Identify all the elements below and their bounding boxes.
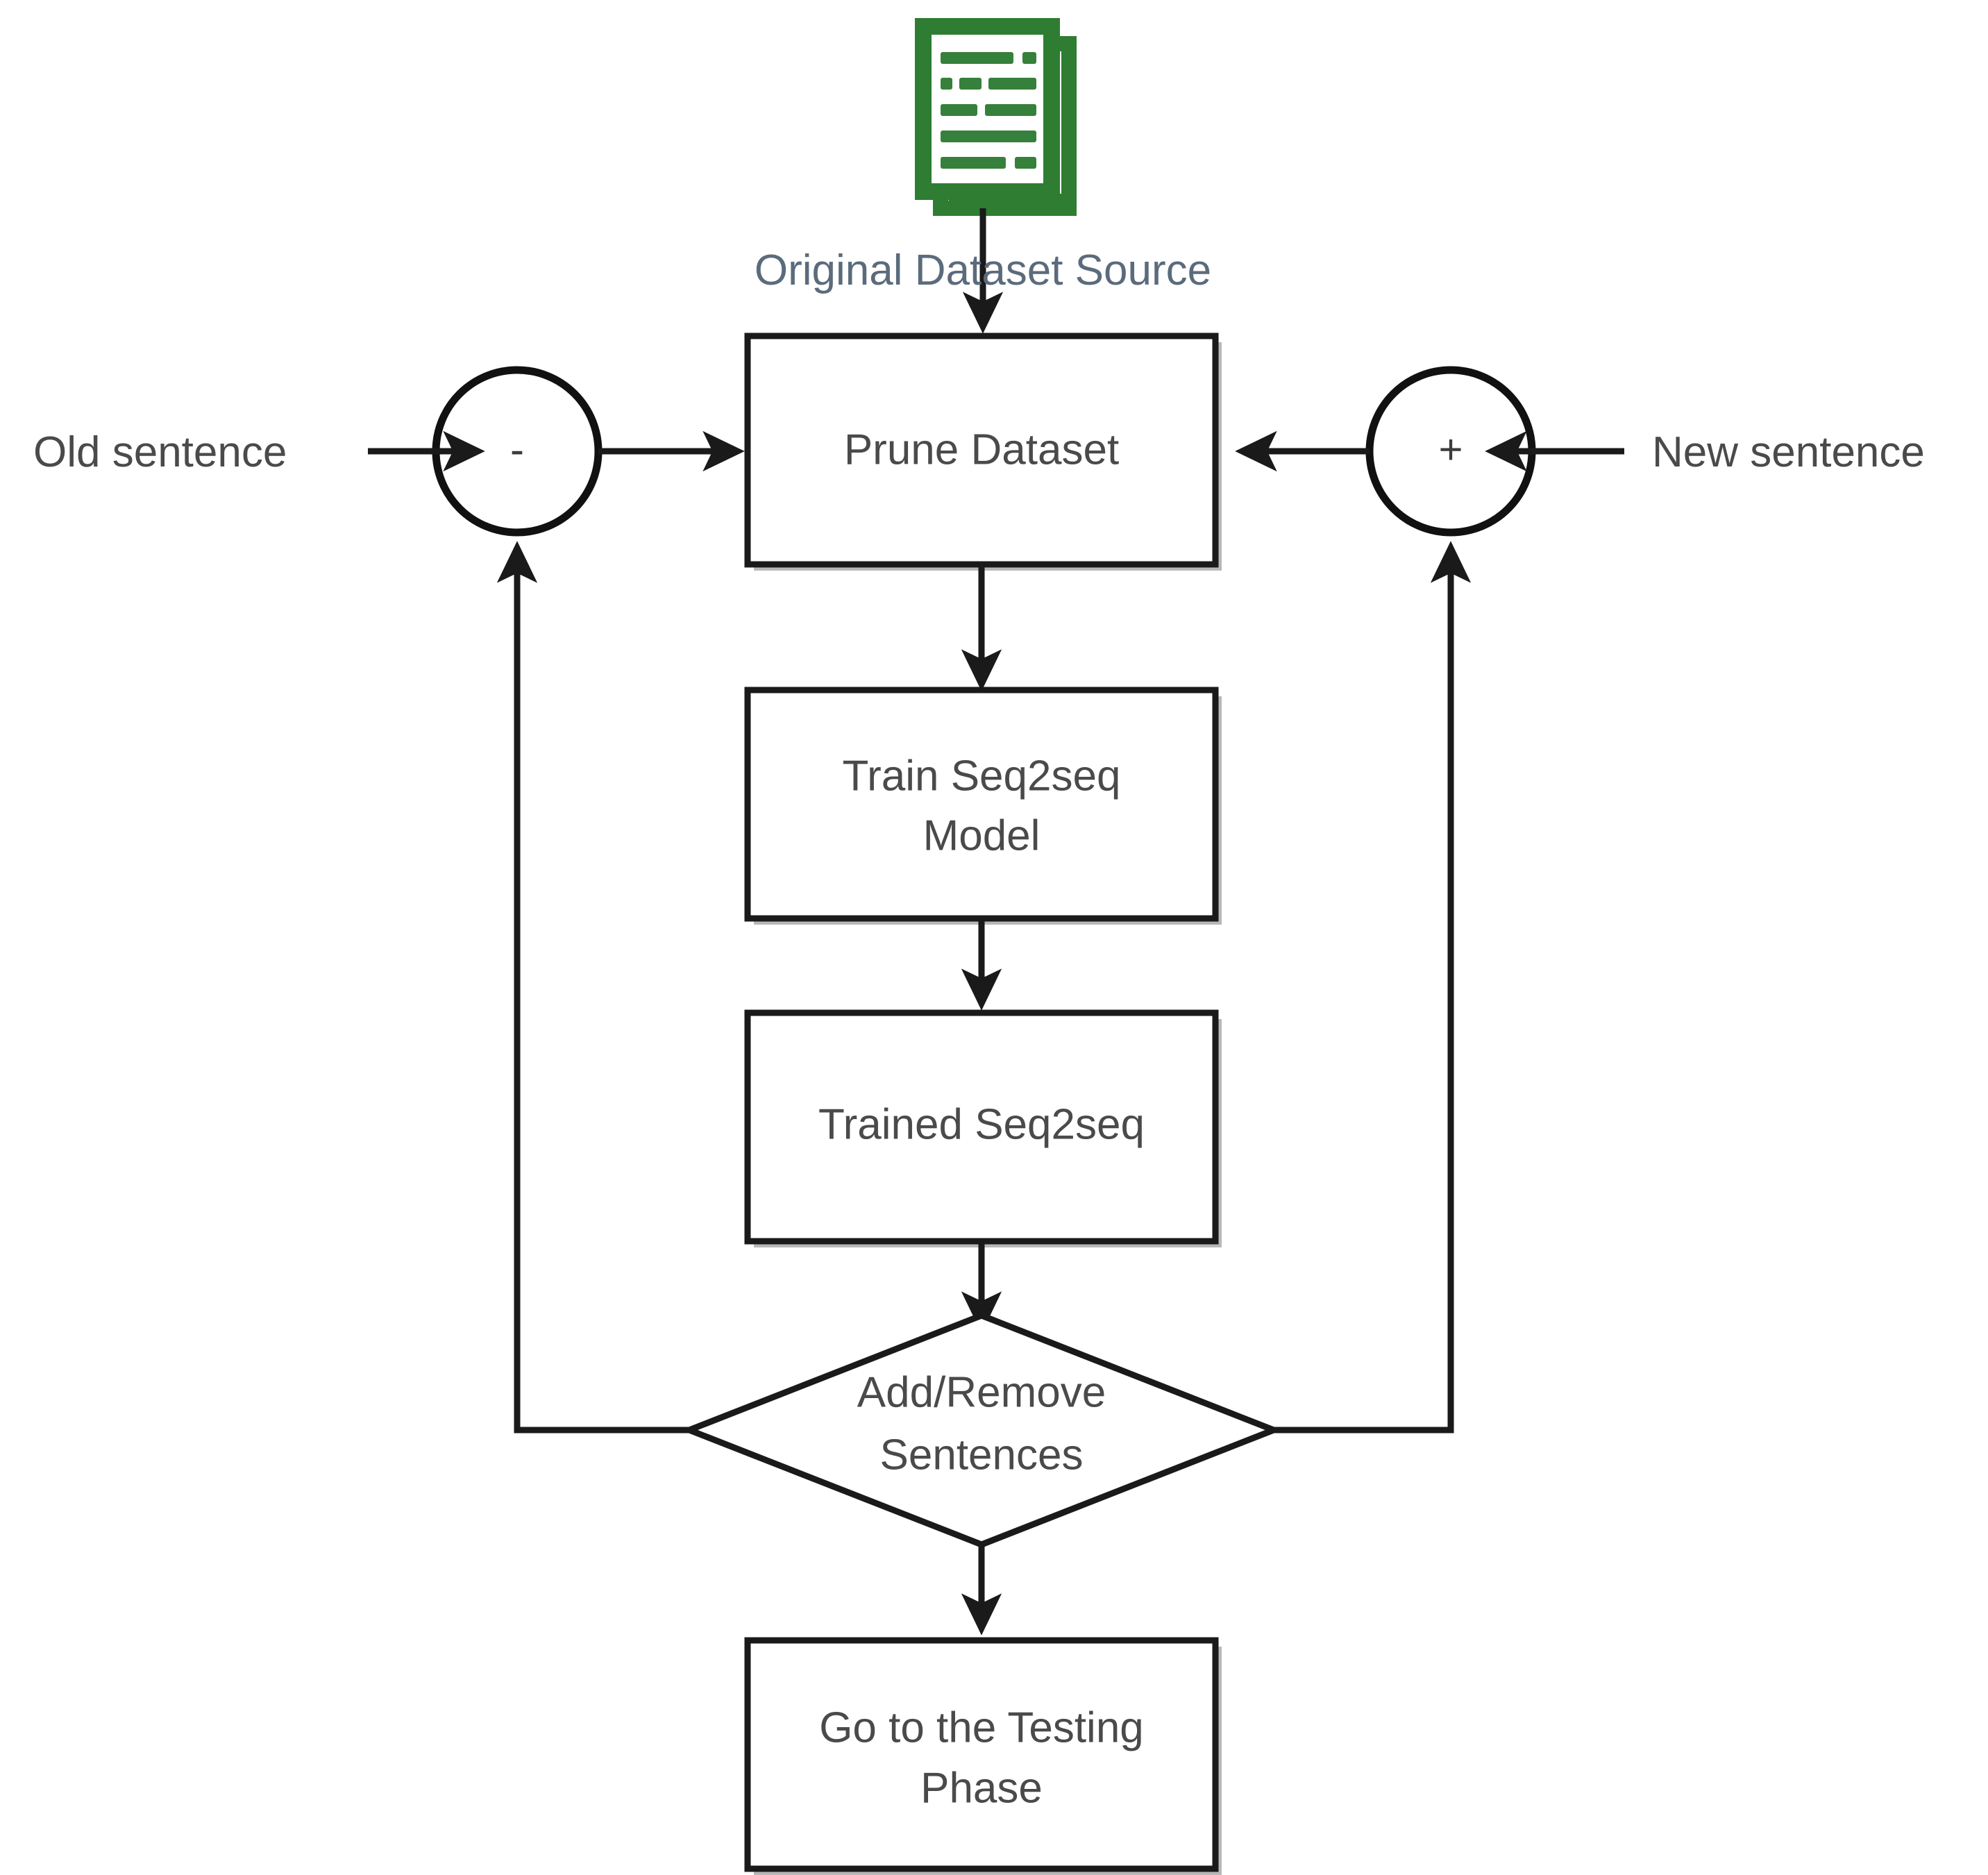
node-decision-label-line2: Sentences <box>880 1431 1084 1479</box>
node-testing-phase[interactable]: Go to the Testing Phase <box>744 1637 1222 1875</box>
node-trained-model[interactable]: Trained Seq2seq <box>744 1009 1222 1247</box>
node-train-model-label-line2: Model <box>923 812 1041 859</box>
minus-operator-symbol: - <box>510 426 524 473</box>
node-decision-label-line1: Add/Remove <box>857 1368 1106 1416</box>
documents-stack-icon <box>915 18 1077 216</box>
plus-operator-symbol: + <box>1438 426 1463 473</box>
edge-decision-to-minus-loop <box>496 541 689 1433</box>
node-prune-dataset-label: Prune Dataset <box>844 426 1119 473</box>
node-decision-add-remove[interactable]: Add/Remove Sentences <box>680 1312 1283 1548</box>
new-sentence-label: New sentence <box>1652 428 1925 476</box>
edge-decision-to-plus-loop <box>1274 541 1472 1433</box>
node-prune-dataset[interactable]: Prune Dataset <box>744 333 1222 571</box>
old-sentence-label: Old sentence <box>33 428 287 476</box>
node-train-model[interactable]: Train Seq2seq Model <box>744 687 1222 925</box>
node-train-model-label-line1: Train Seq2seq <box>843 752 1121 800</box>
node-testing-phase-label-line2: Phase <box>920 1764 1043 1812</box>
node-testing-phase-label-line1: Go to the Testing <box>819 1704 1144 1751</box>
node-trained-model-label: Trained Seq2seq <box>818 1100 1145 1148</box>
source-label: Original Dataset Source <box>755 246 1211 294</box>
